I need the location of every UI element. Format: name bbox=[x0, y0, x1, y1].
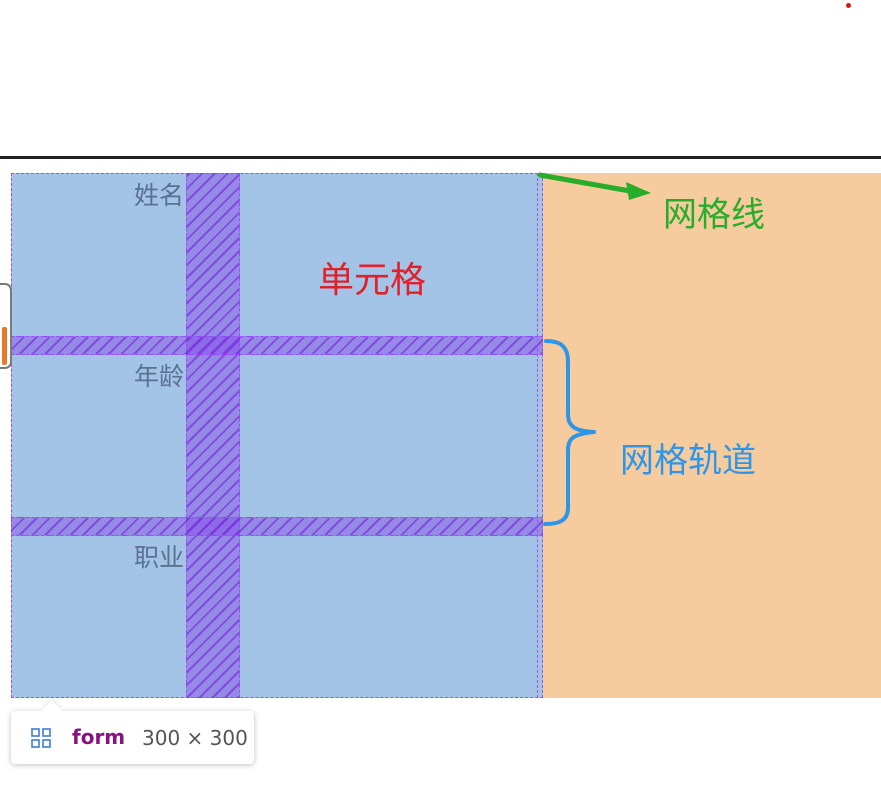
element-tooltip: form 300 × 300 bbox=[11, 700, 254, 764]
grid-container-form[interactable] bbox=[11, 173, 543, 698]
annotation-grid-track: 网格轨道 bbox=[620, 441, 756, 481]
horizontal-rule bbox=[0, 156, 881, 159]
annotation-grid-line: 网格线 bbox=[663, 195, 765, 235]
tooltip-element-size: 300 × 300 bbox=[142, 726, 248, 750]
grid-line-right bbox=[537, 173, 538, 698]
red-dot-marker bbox=[846, 3, 851, 8]
label-age: 年龄 bbox=[133, 362, 184, 391]
annotation-cell: 单元格 bbox=[318, 260, 427, 301]
grid-layout-icon bbox=[31, 728, 51, 748]
label-name: 姓名 bbox=[133, 181, 184, 210]
margin-overlay bbox=[542, 173, 881, 698]
grid-column-gap bbox=[186, 173, 240, 698]
grid-row-gap-1 bbox=[11, 336, 543, 355]
drag-handle-indicator bbox=[2, 327, 7, 365]
side-drag-handle[interactable] bbox=[0, 283, 12, 369]
tooltip-arrow bbox=[42, 700, 62, 720]
tooltip-element-tag: form bbox=[72, 725, 126, 749]
label-job: 职业 bbox=[133, 543, 184, 572]
grid-row-gap-2 bbox=[11, 517, 543, 536]
